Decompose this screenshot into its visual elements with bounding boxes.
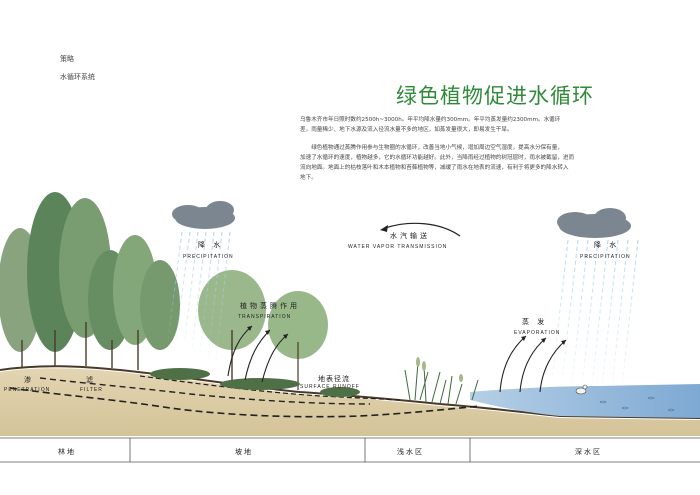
runoff-label: 地表径流 (318, 375, 350, 383)
reeds (404, 361, 479, 405)
penetration-path (9, 387, 481, 418)
deep-water (470, 384, 700, 418)
zone-shallow-water: 浅水区 (397, 448, 424, 456)
paragraph-line: 乌鲁木齐市年日照时数约2500h~3000h。年平均降水量约300mm。年平均蒸… (300, 117, 561, 123)
vapor-arrowhead (380, 225, 388, 232)
zone-deep-water: 深水区 (575, 448, 602, 456)
filter-path (39, 377, 371, 405)
precipitation-right-label: 降 水 (594, 241, 620, 249)
transpiration-label-en: TRANSPIRATION (238, 314, 292, 320)
ground-shrubs (150, 368, 360, 397)
vapor-label-en: WATER VAPOR TRANSMISSION (348, 244, 448, 250)
fish-marks (599, 396, 675, 412)
zone-dividers (129, 438, 471, 462)
filter-label: 滤 (86, 376, 96, 384)
tree-trunks (21, 322, 139, 370)
precipitation-left-label-en: PRECIPITATION (183, 254, 234, 260)
vapor-label: 水汽输送 (390, 232, 430, 240)
evaporation-label-en: EVAPORATION (514, 330, 561, 336)
duck-icon (575, 384, 588, 395)
paragraph-line: 绿色植物通过蒸腾作用参与生物圈的水循环，改善当地小气候，增加周边空气湿度，提高水… (300, 145, 563, 151)
paragraph-line: 加速了水循环的速度，植物越多，它的水循环功能越好。此外，当降雨经过植物的树冠层时… (300, 155, 575, 161)
forest-trees (0, 192, 180, 352)
zone-slope: 坡地 (235, 448, 253, 456)
filter-label-en: FILTER (80, 387, 103, 393)
evaporation-arrowheads (521, 336, 566, 345)
transpiration-arrowheads (247, 326, 288, 339)
runoff-label-en: SURFACE RUNOFF (300, 384, 360, 390)
paragraph-line: 流向地面。地面上的枯枝落叶和木本植物和苔藓植物等，减缓了雨水在地表的流速，有利于… (300, 165, 569, 171)
penetration-label: 渗 (24, 376, 34, 384)
zone-forest: 林地 (58, 448, 76, 456)
transpiration-label: 植物蒸腾作用 (240, 302, 300, 310)
evaporation-label: 蒸 发 (522, 318, 548, 326)
subsection-label: 水循环系统 (60, 74, 95, 81)
precipitation-left-label: 降 水 (198, 241, 224, 249)
paragraph-line: 差。雨量稀少、地下水源及流入径流水量不多的地区，如蒸发量很大，即易发生干旱。 (300, 127, 513, 133)
section-label: 策略 (60, 56, 74, 63)
paragraph-line: 地下。 (300, 175, 317, 181)
precipitation-right-label-en: PRECIPITATION (580, 254, 631, 260)
ground-line (0, 365, 700, 419)
reed-flowers (416, 357, 463, 382)
rain-left (167, 231, 231, 361)
cloud-left-icon (172, 201, 235, 229)
slope-trees (198, 270, 328, 390)
penetration-label-en: PENETRATION (4, 387, 51, 393)
rain-right (551, 239, 639, 387)
page-title: 绿色植物促进水循环 (396, 84, 594, 108)
cloud-right-icon (557, 208, 631, 238)
vapor-arrow (384, 222, 461, 237)
evaporation-arrows (499, 335, 567, 393)
soil-profile (0, 368, 700, 436)
